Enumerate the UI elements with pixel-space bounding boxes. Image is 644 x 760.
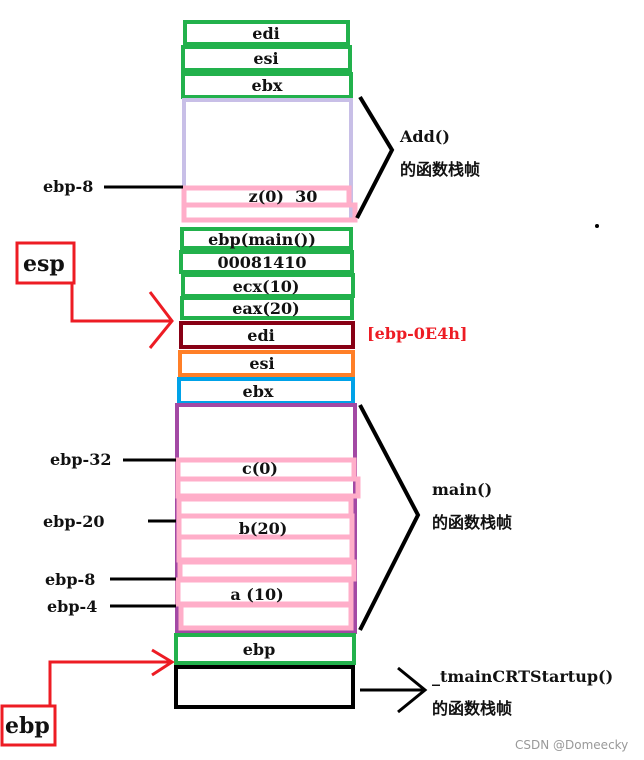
c-pad-slot [175,476,361,499]
z-label: z(0) 30 [249,187,318,206]
watermark: CSDN @Domeecky [515,738,628,752]
startup-arrow-head [397,666,428,714]
main-esi-slot [178,350,355,377]
startup-frame-box [174,665,355,709]
startup-frame-title: _tmainCRTStartup() [432,667,613,686]
ecx-label: ecx(10) [233,277,300,296]
add-bracket [355,95,395,219]
add-pad-slot [181,202,358,223]
main-ebx-label: ebx [243,382,274,401]
startup-frame-subtitle: 的函数栈帧 [432,699,512,718]
esp-arrow [70,283,170,323]
eax-slot [180,296,354,320]
c-label: c(0) [242,459,278,478]
esp-box [15,241,76,285]
main-edi-label: edi [247,326,274,345]
a-pad-slot-2 [178,602,354,631]
ebp-main-label: ebp(main()) [208,230,316,249]
return-address-label: 00081410 [217,253,306,272]
ebp-pointer-label: ebp [5,713,50,739]
main-frame-subtitle: 的函数栈帧 [432,513,512,532]
add-ebx-slot [181,72,353,99]
ebp-main-slot [180,227,353,250]
b-pad-slot [176,496,354,519]
main-esi-label: esi [249,354,274,373]
add-ebx-label: ebx [252,76,283,95]
a-pad-slot [177,559,357,582]
main-frame-title: main() [432,480,492,499]
b-label: b(20) [239,519,288,538]
ebp-arrow [48,660,170,706]
add-esi-slot [181,45,352,72]
add-edi-label: edi [252,24,279,43]
b-offset-label: ebp-20 [43,512,104,531]
ebp-slot [174,633,356,665]
add-edi-slot [183,20,350,46]
main-bracket [358,404,421,631]
c-offset-label: ebp-32 [50,450,111,469]
a-label: a (10) [230,585,283,604]
add-frame-title: Add() [399,127,450,146]
a-offset-label: ebp-8 [45,570,95,589]
edi-address-label: [ebp-0E4h] [367,324,467,343]
main-edi-slot [179,321,355,349]
ebp-slot-label: ebp [243,640,276,659]
b-pad-slot-2 [176,534,355,563]
z-offset-label: ebp-8 [43,177,93,196]
a-offset-label-2: ebp-4 [47,597,97,616]
return-address-slot [179,250,354,274]
eax-label: eax(20) [232,299,300,318]
esp-label: esp [23,251,65,277]
ebp-pointer-box [0,704,57,747]
add-frame-subtitle: 的函数栈帧 [400,160,480,179]
add-esi-label: esi [253,49,278,68]
